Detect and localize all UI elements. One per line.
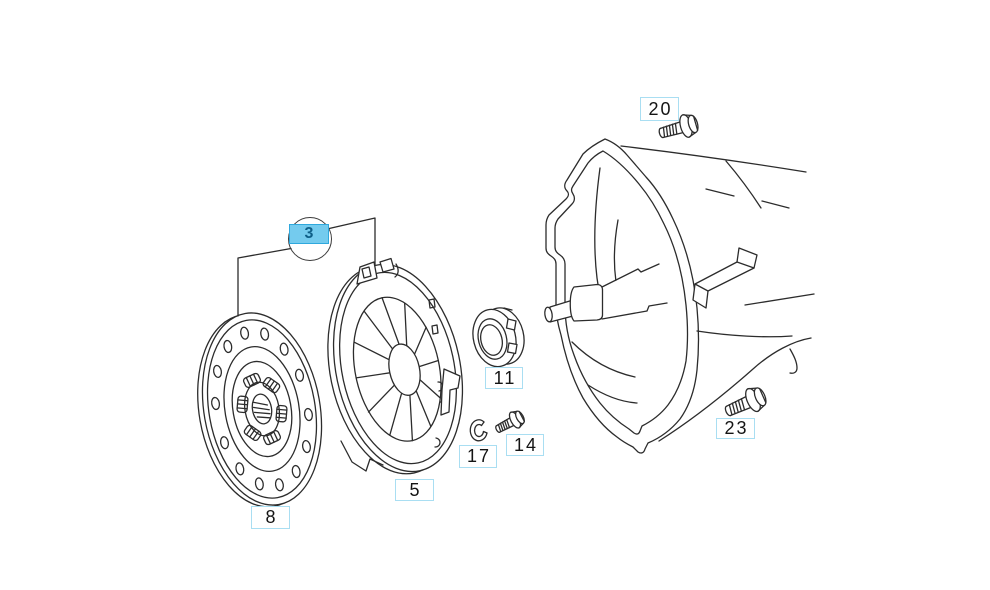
- callout-11-label: 11: [493, 367, 517, 388]
- callout-3-label: 3: [304, 225, 314, 242]
- lock-washer-drawing: [470, 420, 487, 441]
- callout-5[interactable]: 5: [395, 479, 434, 501]
- callout-8-label: 8: [265, 507, 278, 527]
- callout-17[interactable]: 17: [459, 445, 497, 468]
- release-bearing-drawing: [467, 303, 530, 371]
- callout-8[interactable]: 8: [251, 506, 290, 529]
- callout-23[interactable]: 23: [716, 418, 755, 439]
- input-shaft-drawing: [544, 262, 668, 322]
- callout-17-label: 17: [466, 446, 492, 466]
- callout-11[interactable]: 11: [485, 367, 523, 389]
- callout-20[interactable]: 20: [640, 97, 679, 121]
- callout-23-label: 23: [724, 418, 749, 438]
- callout-14-label: 14: [513, 434, 539, 455]
- callout-5-label: 5: [409, 479, 422, 500]
- pressure-plate-drawing: [310, 252, 481, 485]
- callout-14[interactable]: 14: [506, 434, 544, 456]
- callout-3-circle: [288, 217, 332, 261]
- callout-3-leader-line: [238, 218, 375, 316]
- callout-20-label: 20: [648, 98, 673, 119]
- callout-3-highlighted[interactable]: 3: [289, 224, 329, 244]
- clutch-disc-drawing: [183, 303, 336, 516]
